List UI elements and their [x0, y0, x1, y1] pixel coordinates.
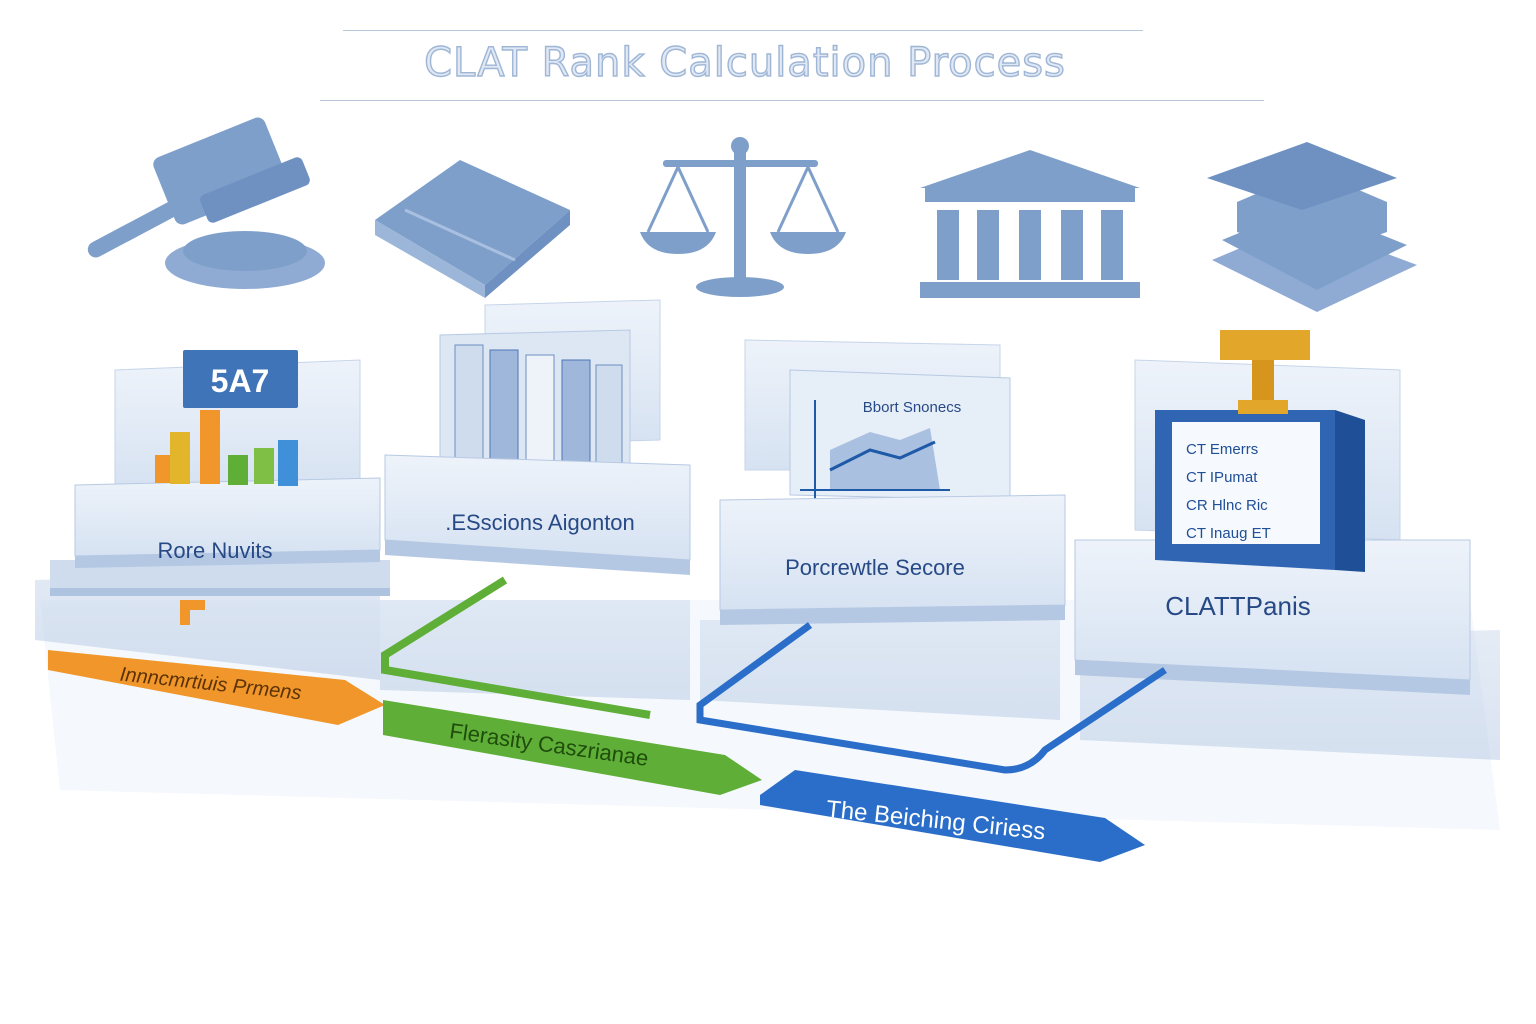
stage-3-chart-title: Bbort Snonecs [863, 399, 961, 416]
stage-1-block: 5A7 Rore Nuvits [35, 350, 390, 680]
stage-4-label: CLATTPanis [1165, 591, 1310, 621]
trophy-icon [1220, 330, 1310, 360]
graduation-cap-icon [1207, 142, 1417, 312]
stage-1-label: Rore Nuvits [158, 538, 273, 563]
stage-2-block: .ESscions Aigonton [380, 299, 691, 700]
stage-4-block: CT Emerrs CT IPumat CR Hlnc Ric CT Inaug… [1074, 330, 1500, 760]
law-book-icon [375, 160, 570, 298]
title-bottom-rule [320, 100, 1264, 101]
title-top-rule [343, 30, 1143, 31]
green-connector [381, 576, 651, 719]
stage-4-list-item: CT Emerrs [1186, 441, 1258, 458]
stage-2-label: .ESscions Aigonton [445, 510, 635, 535]
stage-4-list-item: CT Inaug ET [1186, 525, 1271, 542]
stage-4-list-item: CR Hlnc Ric [1186, 497, 1268, 514]
stage-1-sign: 5A7 [211, 363, 270, 399]
orange-connector [180, 600, 205, 625]
page-title: CLAT Rank Calculation Process [423, 39, 1066, 86]
courthouse-icon [920, 150, 1140, 298]
stage-3-label: Porcrewtle Secore [785, 555, 965, 580]
stage-4-list-item: CT IPumat [1186, 469, 1258, 486]
blue-connector [696, 622, 1167, 774]
gavel-icon [87, 117, 325, 289]
scales-of-justice-icon [640, 137, 846, 297]
stage-3-block: Bbort Snonecs Porcrewtle Secore [700, 339, 1066, 720]
